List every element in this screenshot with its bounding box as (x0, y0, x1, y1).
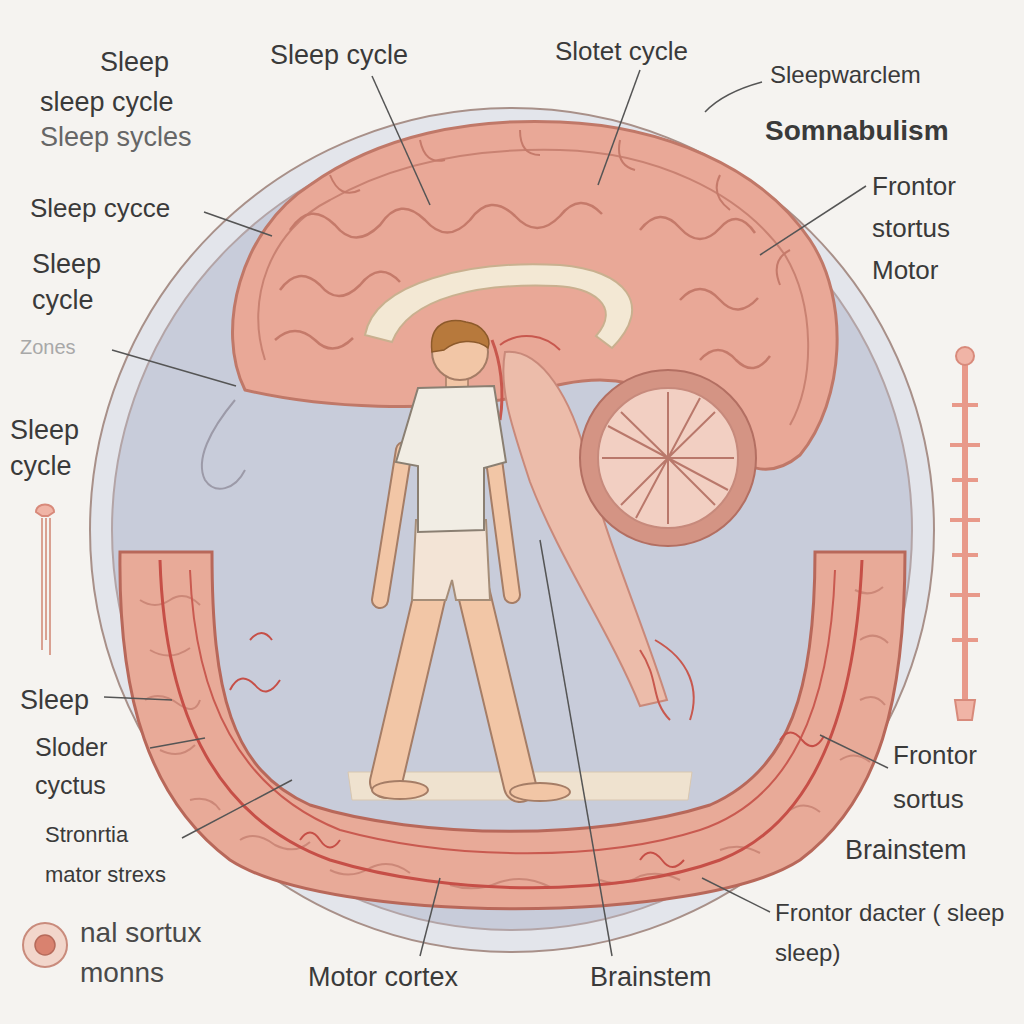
walking-person-part (380, 450, 404, 600)
cerebellum-part (580, 370, 756, 546)
part-label: Sleep cycce (30, 192, 170, 225)
part-label: Brainstem (845, 833, 967, 867)
part-label: Brainstem (590, 960, 712, 994)
leader-lines-part (540, 540, 612, 956)
walking-person-part (492, 445, 512, 595)
walking-person-part (492, 445, 512, 595)
part-label: Sleepwarclem (770, 60, 921, 90)
part-label: Sleep (20, 683, 89, 717)
spine-icon-part (955, 700, 975, 720)
small-icon-part (42, 518, 50, 655)
part-label: Sleep cycle (32, 246, 132, 318)
nose-profile-part (202, 400, 245, 489)
part-label: Zones (20, 335, 76, 360)
leader-lines-part (372, 76, 430, 205)
part-label: Sleep cycle (10, 412, 110, 484)
cerebellum-part (602, 392, 734, 524)
part-label: Slotet cycle (555, 35, 688, 68)
frame-circle-part (90, 108, 934, 952)
tissue-band (120, 552, 905, 909)
leader-lines-part (104, 697, 172, 700)
brain-part (330, 130, 790, 285)
walking-person-part (372, 781, 428, 799)
leader-lines (104, 70, 888, 956)
walking-person-part (396, 386, 506, 532)
part-label: Sleep sycles (40, 120, 192, 154)
cerebellum (580, 370, 756, 546)
spine-icon (950, 347, 980, 720)
tissue-band-part (120, 552, 905, 909)
leader-lines-part (820, 735, 888, 768)
part-label: Frontor dacter ( sleep sleep) (775, 893, 1010, 973)
round-icon-part (35, 935, 55, 955)
cerebellum-part (598, 388, 738, 528)
part-label: sleep cycle (40, 85, 174, 119)
brain-part (290, 203, 602, 238)
corpus-callosum-part (365, 264, 632, 348)
spine-icon-part (962, 360, 968, 712)
leader-lines-part (705, 82, 762, 112)
round-icon-part (23, 923, 67, 967)
small-icon (36, 505, 54, 656)
nose-profile (202, 400, 245, 489)
round-icon (23, 923, 67, 967)
part-label: Somnabulism (765, 113, 949, 148)
frame-circle (90, 108, 934, 952)
part-label: Frontor sortus (893, 733, 1008, 821)
leader-lines-part (598, 70, 640, 185)
leader-lines-part (420, 878, 440, 956)
leader-lines-part (702, 878, 770, 912)
part-label: Motor cortex (308, 960, 458, 994)
tissue-band-part (160, 560, 862, 888)
leader-lines-part (112, 350, 236, 386)
walking-person-part (432, 321, 489, 352)
part-label: Sleep (100, 45, 169, 79)
leader-lines-part (204, 212, 272, 236)
spine-icon-part (950, 405, 980, 640)
spine-icon-part (956, 347, 974, 365)
leader-lines-part (150, 738, 205, 748)
brainstem-part (640, 640, 694, 720)
brainstem-part (500, 336, 560, 350)
walking-person-part (510, 783, 570, 801)
corpus-callosum (365, 264, 632, 348)
part-label: Stronrtia mator strexs (45, 815, 178, 895)
small-icon-part (36, 505, 54, 517)
walking-person-part (380, 450, 404, 600)
part-label: nal sortux monns (80, 913, 260, 993)
part-label: Sleep cycle (270, 38, 408, 72)
part-label: Sloder cyctus (35, 728, 145, 804)
part-label: Frontor stortus Motor (872, 165, 1007, 291)
walking-person (372, 321, 570, 801)
leader-lines-part (760, 186, 866, 255)
leader-lines-part (182, 780, 292, 838)
